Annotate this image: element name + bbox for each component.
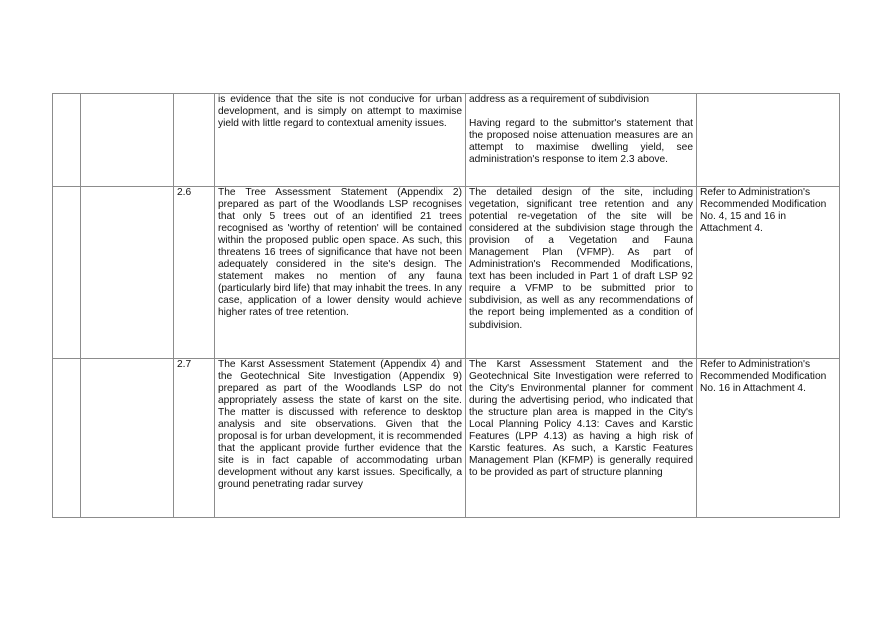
response-cell: The detailed design of the site, includi… [465,186,697,359]
item-number [173,93,215,187]
response-text: address as a requirement of subdivision [469,94,650,105]
table-row: 2.6 The Tree Assessment Statement (Appen… [52,186,840,359]
item-number: 2.6 [173,186,215,359]
blank-cell [80,186,174,359]
blank-cell [52,358,81,518]
table-row: is evidence that the site is not conduci… [52,93,840,187]
blank-cell [52,93,81,187]
response-cell: address as a requirement of subdivision … [465,93,697,187]
response-text: Having regard to the submittor's stateme… [469,118,693,166]
response-text: The detailed design of the site, includi… [469,187,693,331]
recommendation-text [696,93,840,187]
response-cell: The Karst Assessment Statement and the G… [465,358,697,518]
recommendation-text: Refer to Administration's Recommended Mo… [696,358,840,518]
blank-cell [52,186,81,359]
recommendation-text: Refer to Administration's Recommended Mo… [696,186,840,359]
blank-cell [80,93,174,187]
table-row: 2.7 The Karst Assessment Statement (Appe… [52,358,840,518]
submission-text: The Tree Assessment Statement (Appendix … [214,186,466,359]
item-number: 2.7 [173,358,215,518]
submission-text: The Karst Assessment Statement (Appendix… [214,358,466,518]
submission-text: is evidence that the site is not conduci… [214,93,466,187]
submissions-table: is evidence that the site is not conduci… [52,93,840,518]
blank-cell [80,358,174,518]
response-text: The Karst Assessment Statement and the G… [469,359,693,479]
